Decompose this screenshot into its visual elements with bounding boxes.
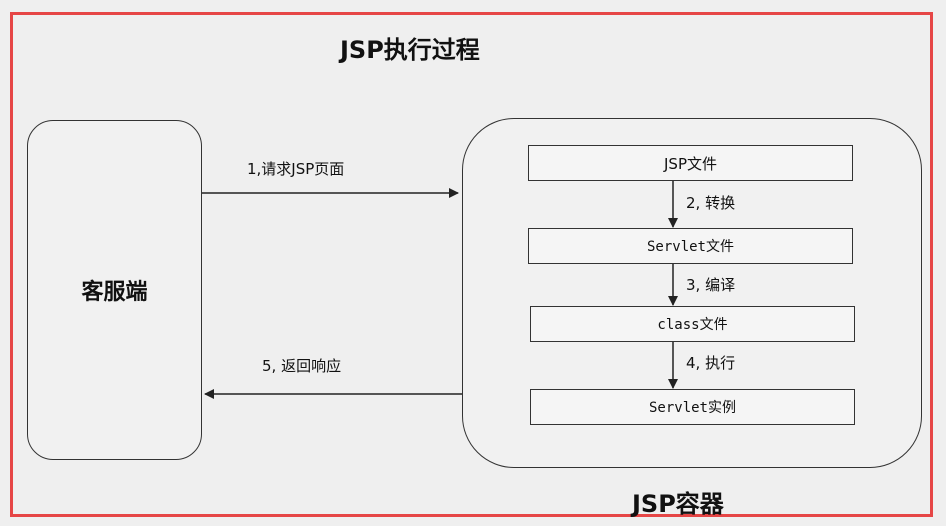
response-label: 5, 返回响应 xyxy=(262,357,342,375)
step-jsp-file: JSP文件 xyxy=(528,145,853,181)
step-class-file: class文件 xyxy=(530,306,855,342)
step-servlet-instance: Servlet实例 xyxy=(530,389,855,425)
client-box: 客服端 xyxy=(27,120,202,460)
diagram-title: JSP执行过程 xyxy=(340,36,480,64)
transition-execute-label: 4, 执行 xyxy=(686,354,736,372)
red-frame xyxy=(10,12,933,517)
transition-compile-label: 3, 编译 xyxy=(686,276,736,294)
step-servlet-file: Servlet文件 xyxy=(528,228,853,264)
client-label: 客服端 xyxy=(81,280,148,305)
container-label: JSP容器 xyxy=(632,490,724,518)
transition-convert-label: 2, 转换 xyxy=(686,194,736,212)
request-label: 1,请求JSP页面 xyxy=(247,160,345,178)
